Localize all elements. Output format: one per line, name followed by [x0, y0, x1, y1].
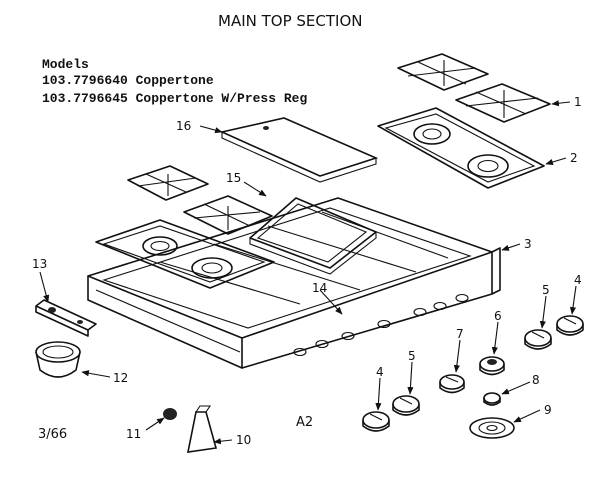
callout-15: 15	[226, 171, 241, 185]
burner-cap	[163, 408, 177, 420]
knob-5a	[392, 395, 420, 416]
spacer-block	[186, 405, 218, 453]
griddle	[249, 197, 377, 275]
diagram-title: MAIN TOP SECTION	[218, 12, 363, 30]
callout-6: 6	[494, 309, 502, 323]
knob-4b	[556, 315, 584, 336]
callout-5a: 5	[408, 349, 416, 363]
dial-plate	[469, 417, 515, 439]
callout-8: 8	[532, 373, 540, 387]
model-line-1: 103.7796640 Coppertone	[42, 73, 214, 88]
callout-9: 9	[544, 403, 552, 417]
knob-insert	[483, 392, 501, 406]
callout-16: 16	[176, 119, 191, 133]
knob-6	[479, 356, 505, 376]
callout-7: 7	[456, 327, 464, 341]
griddle-cover	[219, 117, 379, 183]
callout-4a: 4	[376, 365, 384, 379]
callout-13: 13	[32, 257, 47, 271]
knob-4a	[362, 411, 390, 432]
page-code: A2	[296, 415, 313, 430]
callout-2: 2	[570, 151, 578, 165]
left-grates	[127, 165, 273, 235]
knob-5b	[524, 329, 552, 350]
models-heading: Models	[42, 57, 89, 72]
callout-11: 11	[126, 427, 141, 441]
range-top-body	[87, 197, 501, 369]
model-line-2: 103.7796645 Coppertone W/Press Reg	[42, 91, 307, 106]
left-burner-trim	[95, 219, 275, 289]
bracket	[35, 299, 97, 337]
right-burner-trim	[377, 107, 545, 189]
callout-12: 12	[113, 371, 128, 385]
callout-10: 10	[236, 433, 251, 447]
drip-bowl	[35, 341, 81, 378]
date-code: 3/66	[38, 427, 67, 442]
callout-14: 14	[312, 281, 327, 295]
knob-7	[439, 374, 465, 394]
callout-5b: 5	[542, 283, 550, 297]
callout-4b: 4	[574, 273, 582, 287]
callout-1: 1	[574, 95, 582, 109]
callout-3: 3	[524, 237, 532, 251]
callout-arrows	[39, 100, 577, 445]
right-grates	[397, 53, 551, 123]
